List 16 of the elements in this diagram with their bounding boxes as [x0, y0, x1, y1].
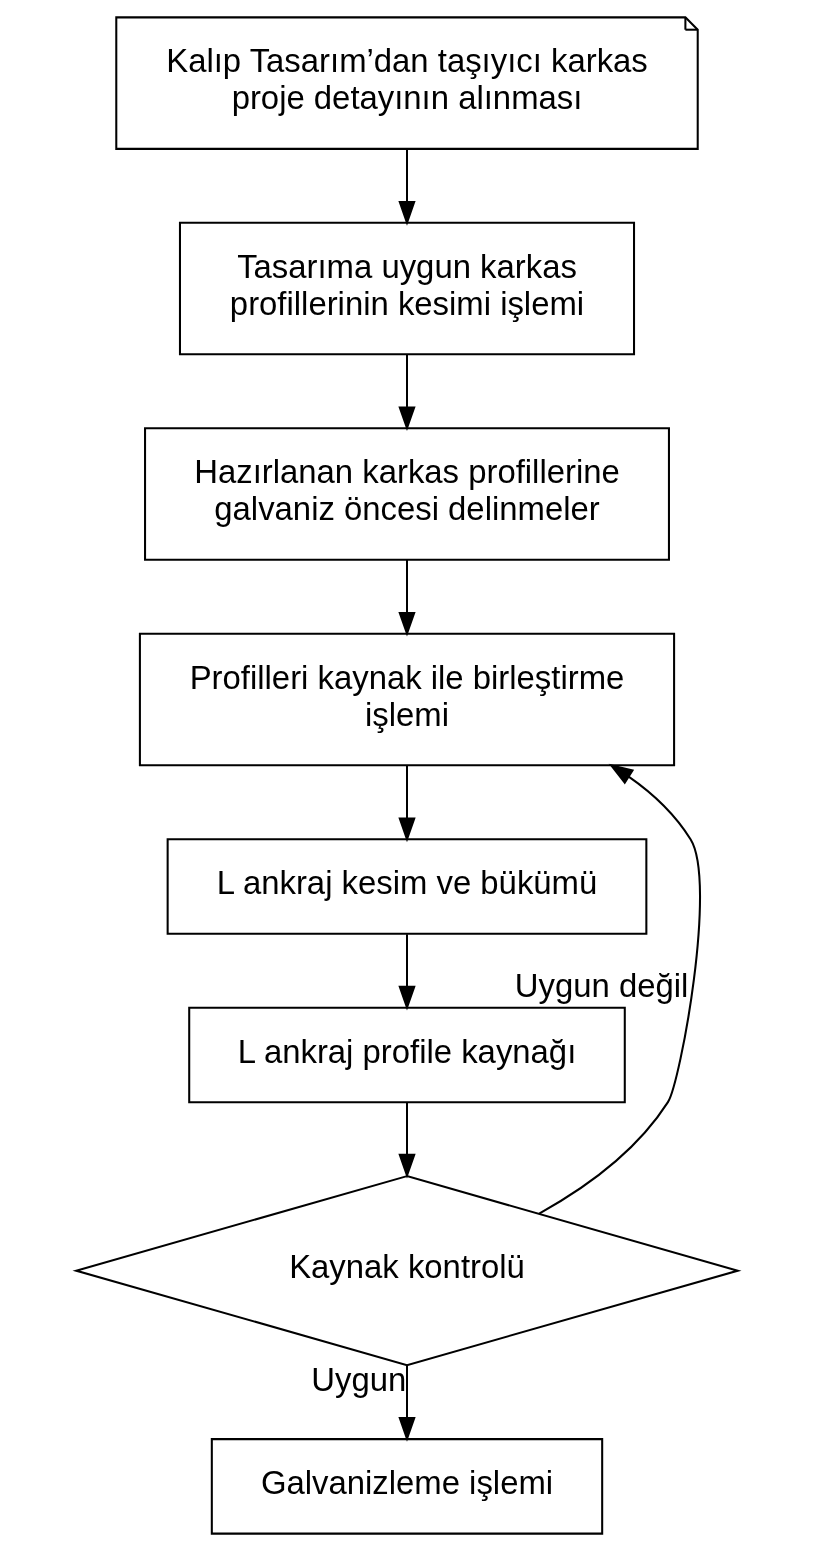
- arrow: [398, 933, 416, 1010]
- node-box: Galvanizleme işlemi: [210, 1437, 604, 1535]
- arrow: [398, 1365, 416, 1442]
- node-box: L ankraj kesim ve bükümü: [166, 837, 648, 935]
- arrow: [538, 763, 701, 1214]
- arrow: [398, 1101, 416, 1178]
- node-diamond: Kaynak kontrolü: [72, 1174, 742, 1366]
- arrow: [398, 353, 416, 431]
- node-box: Tasarıma uygun karkas profillerinin kesimi işlemi: [178, 221, 636, 355]
- arrow: [398, 148, 416, 226]
- node-box: Hazırlanan karkas profillerine galvaniz öncesi delinmeler: [144, 426, 670, 561]
- arrow: [398, 559, 416, 637]
- node-box: Profilleri kaynak ile birleştirme işlemi: [138, 632, 676, 766]
- arrow: [398, 765, 416, 842]
- edge-label: Uygun değil: [514, 966, 689, 1004]
- node-box: L ankraj profile kaynağı: [188, 1006, 626, 1103]
